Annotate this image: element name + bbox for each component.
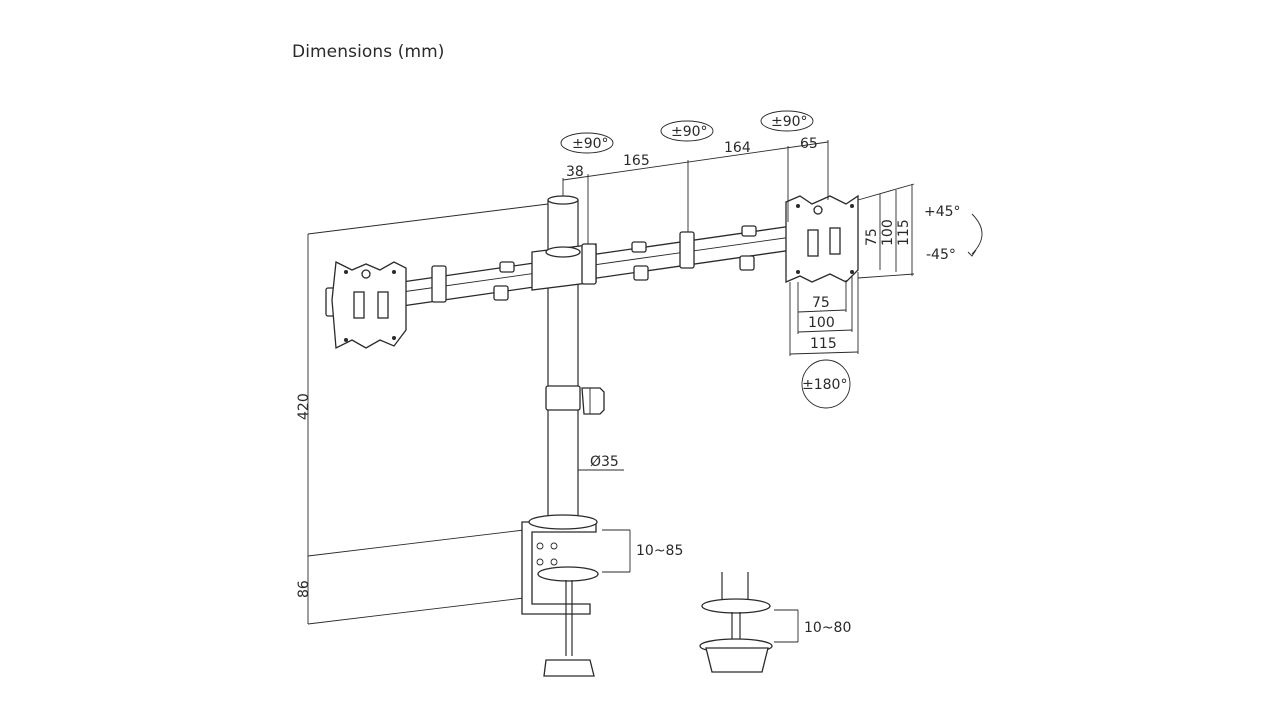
- page-title: Dimensions (mm): [292, 42, 445, 62]
- rotation-label-left: ±90°: [572, 136, 609, 152]
- dimension-38: 38: [566, 164, 584, 180]
- pole-diameter-label: Ø35: [590, 454, 619, 470]
- left-vesa-plate: [325, 260, 407, 350]
- dimension-164: 164: [724, 140, 751, 156]
- vesa-vertical-75: 75: [864, 228, 880, 246]
- swivel-label: ±180°: [802, 377, 847, 393]
- dimension-65: 65: [800, 136, 818, 152]
- vesa-horizontal-75: 75: [812, 295, 830, 311]
- cross-arm: [401, 225, 793, 307]
- right-vesa-plate: [785, 194, 859, 283]
- tilt-up-label: +45°: [924, 204, 961, 220]
- dimension-165: 165: [623, 153, 650, 169]
- grommet-base: [699, 572, 799, 673]
- vesa-vertical-100: 100: [880, 219, 896, 246]
- height-86-label: 86: [296, 580, 312, 598]
- grommet-range-label: 10~80: [804, 620, 851, 636]
- rotation-indicator-left: [560, 132, 614, 154]
- rotation-label-right: ±90°: [771, 114, 808, 130]
- background-plane: [307, 203, 549, 625]
- top-dimension-lines: [562, 140, 829, 244]
- vesa-horizontal-100: 100: [808, 315, 835, 331]
- vesa-horizontal-dimensions: [789, 272, 859, 409]
- pole: [545, 195, 605, 522]
- rotation-indicator-right: [760, 110, 814, 132]
- vesa-vertical-115: 115: [896, 219, 912, 246]
- height-420-label: 420: [296, 393, 312, 420]
- clamp-range-label: 10~85: [636, 543, 683, 559]
- desk-clamp: [521, 514, 631, 677]
- tilt-down-label: -45°: [926, 247, 956, 263]
- rotation-label-middle: ±90°: [671, 124, 708, 140]
- vesa-horizontal-115: 115: [810, 336, 837, 352]
- rotation-indicator-middle: [660, 120, 714, 142]
- vesa-vertical-dimensions: [857, 183, 983, 279]
